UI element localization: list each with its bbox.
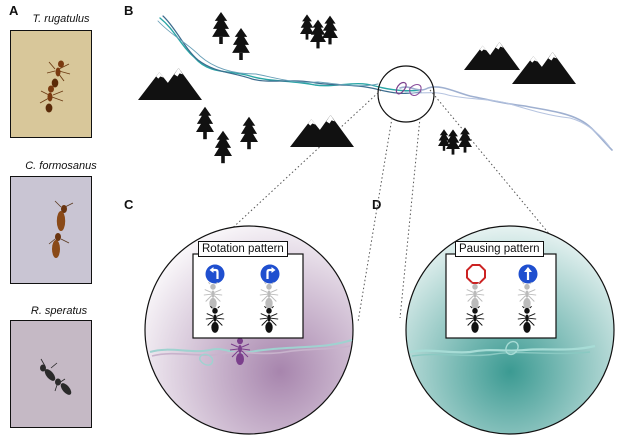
rotation-pattern-box: [192, 253, 304, 339]
species-photo-3: [10, 320, 92, 428]
trajectory-trails: [157, 15, 613, 151]
stop-sign-icon: [466, 264, 486, 284]
rotation-pattern-title: Rotation pattern: [198, 241, 288, 257]
tree-icon-cluster-1: [212, 12, 250, 60]
species-name-1: T. rugatulus: [32, 13, 90, 25]
zoom-circle: [377, 65, 435, 123]
ant-icon: [39, 61, 71, 104]
species-photo-2: [10, 176, 92, 284]
tree-icon-cluster-4: [438, 127, 472, 155]
tree-icon-cluster-3: [196, 106, 258, 164]
tree-icon-cluster-2: [300, 14, 338, 49]
mountain-icon: [512, 52, 576, 84]
straight-ahead-sign-icon: [518, 264, 538, 284]
panel-label-c: C: [124, 197, 134, 212]
pausing-pattern-box: [445, 253, 557, 339]
species-name-3: R. speratus: [30, 305, 88, 317]
panel-label-a: A: [9, 3, 19, 18]
species-photo-1: [10, 30, 92, 138]
mountain-icon: [290, 115, 354, 147]
species-name-2: C. formosanus: [25, 160, 97, 172]
ant-icon: [52, 205, 67, 258]
mountain-icon: [138, 68, 202, 100]
panel-label-b: B: [124, 3, 134, 18]
turn-right-sign-icon: [260, 264, 280, 284]
mountain-icon: [464, 42, 520, 70]
pausing-pattern-title: Pausing pattern: [455, 241, 544, 257]
ant-icon: [40, 364, 72, 395]
panel-label-d: D: [372, 197, 382, 212]
turn-left-sign-icon: [205, 264, 225, 284]
